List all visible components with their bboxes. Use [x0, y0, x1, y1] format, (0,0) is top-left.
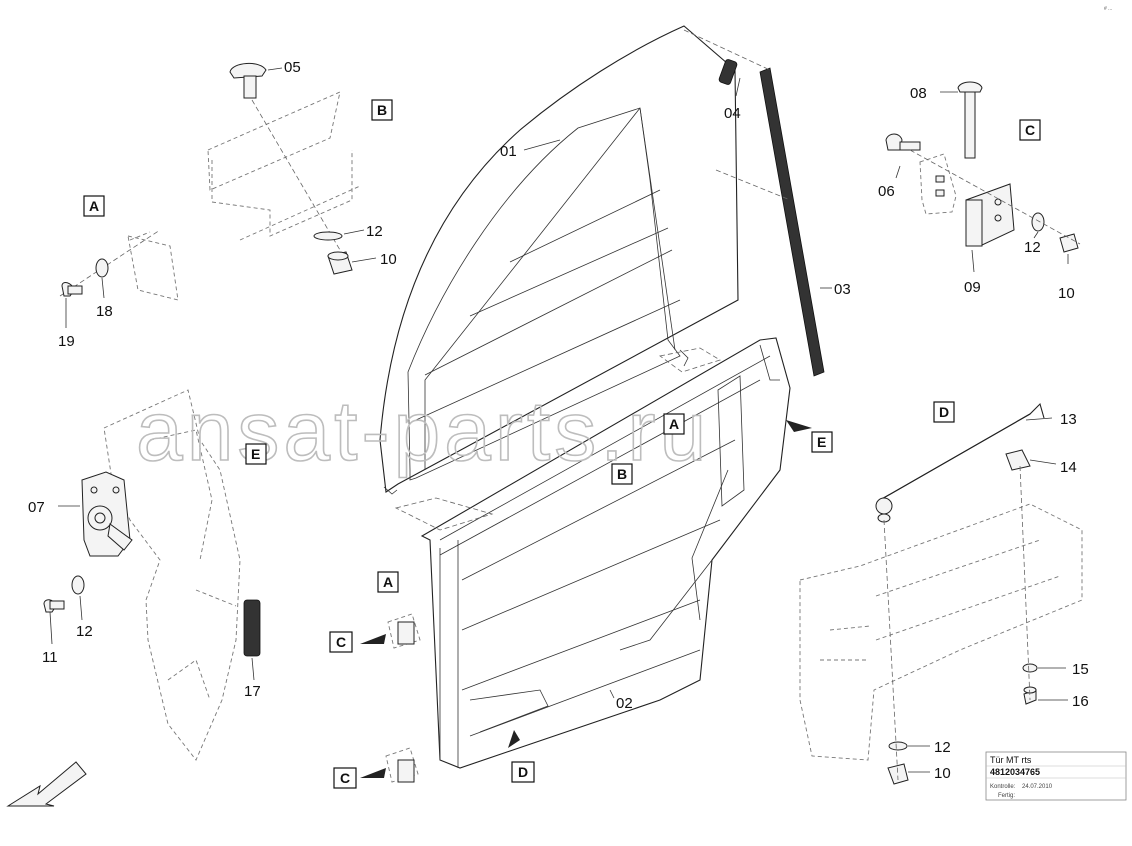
- label-09: 09: [964, 279, 981, 296]
- detail-box-c-2: C: [329, 631, 353, 653]
- detail-box-e-2: E: [811, 431, 833, 453]
- label-10-detail-c: 10: [1058, 285, 1075, 302]
- label-07: 07: [28, 499, 45, 516]
- svg-text:D: D: [518, 764, 528, 780]
- svg-text:E: E: [817, 434, 826, 450]
- seal-strip-03: [683, 29, 825, 377]
- detail-box-c-1: C: [1019, 119, 1041, 141]
- svg-text:E: E: [251, 446, 260, 462]
- label-18: 18: [96, 303, 113, 320]
- label-12-detail-b: 12: [366, 223, 383, 240]
- label-12-detail-d: 12: [934, 739, 951, 756]
- label-13: 13: [1060, 411, 1077, 428]
- title-block: Tür MT rts 4812034765 Kontrolle: 24.07.2…: [985, 751, 1127, 801]
- detail-d-group: [799, 402, 1083, 785]
- detail-b-group: [207, 63, 361, 275]
- svg-text:A: A: [383, 574, 393, 590]
- label-04: 04: [724, 105, 741, 122]
- direction-arrow-icon: [6, 761, 87, 807]
- label-06: 06: [878, 183, 895, 200]
- detail-reference-boxes: A B C D E A E B: [83, 99, 1041, 789]
- detail-box-c-3: C: [333, 767, 357, 789]
- title-block-status: Fertig:: [998, 793, 1015, 799]
- door-frame-02: [394, 337, 791, 769]
- svg-text:C: C: [336, 634, 346, 650]
- title-block-part-number: 4812034765: [990, 767, 1040, 777]
- label-12-detail-c: 12: [1024, 239, 1041, 256]
- title-block-control-label: Kontrolle:: [990, 784, 1016, 790]
- title-block-control-date: 24.07.2010: [1022, 784, 1053, 790]
- detail-e-group: [43, 389, 261, 761]
- title-block-title: Tür MT rts: [990, 755, 1032, 765]
- label-03: 03: [834, 281, 851, 298]
- label-08: 08: [910, 85, 927, 102]
- label-16: 16: [1072, 693, 1089, 710]
- detail-box-b-1: B: [371, 99, 393, 121]
- detail-box-a-1: A: [83, 195, 105, 217]
- svg-text:A: A: [89, 198, 99, 214]
- svg-text:C: C: [1025, 122, 1035, 138]
- detail-box-b-2: B: [611, 463, 633, 485]
- leader-lines: [49, 67, 1069, 773]
- label-19: 19: [58, 333, 75, 350]
- label-10-detail-b: 10: [380, 251, 397, 268]
- spacer-04: [718, 59, 738, 85]
- svg-text:A: A: [669, 416, 679, 432]
- label-12-detail-e: 12: [76, 623, 93, 640]
- label-10-detail-d: 10: [934, 765, 951, 782]
- label-17: 17: [244, 683, 261, 700]
- label-15: 15: [1072, 661, 1089, 678]
- detail-a-group: [59, 229, 179, 301]
- label-02: 02: [616, 695, 633, 712]
- label-05: 05: [284, 59, 301, 76]
- label-14: 14: [1060, 459, 1077, 476]
- svg-text:D: D: [939, 404, 949, 420]
- hinge-plates: [385, 613, 421, 783]
- svg-text:B: B: [377, 102, 387, 118]
- detail-c-group: [885, 81, 1081, 253]
- corner-mark: # ...: [1104, 6, 1112, 12]
- svg-text:C: C: [340, 770, 350, 786]
- detail-box-d-1: D: [933, 401, 955, 423]
- label-11: 11: [42, 649, 58, 666]
- label-01: 01: [500, 143, 517, 160]
- svg-text:B: B: [617, 466, 627, 482]
- window-frame-01: [379, 25, 739, 495]
- part-number-labels: 01 02 03 04 05 06 07 08 09 10 10 10 11 1…: [28, 59, 1089, 782]
- detail-box-d-2: D: [511, 761, 535, 783]
- detail-box-e-1: E: [245, 443, 267, 465]
- view-arrow-icon: [360, 420, 812, 778]
- detail-box-a-2: A: [663, 413, 685, 435]
- watermark: ansat-parts.ru: [136, 384, 710, 478]
- detail-box-a-3: A: [377, 571, 399, 593]
